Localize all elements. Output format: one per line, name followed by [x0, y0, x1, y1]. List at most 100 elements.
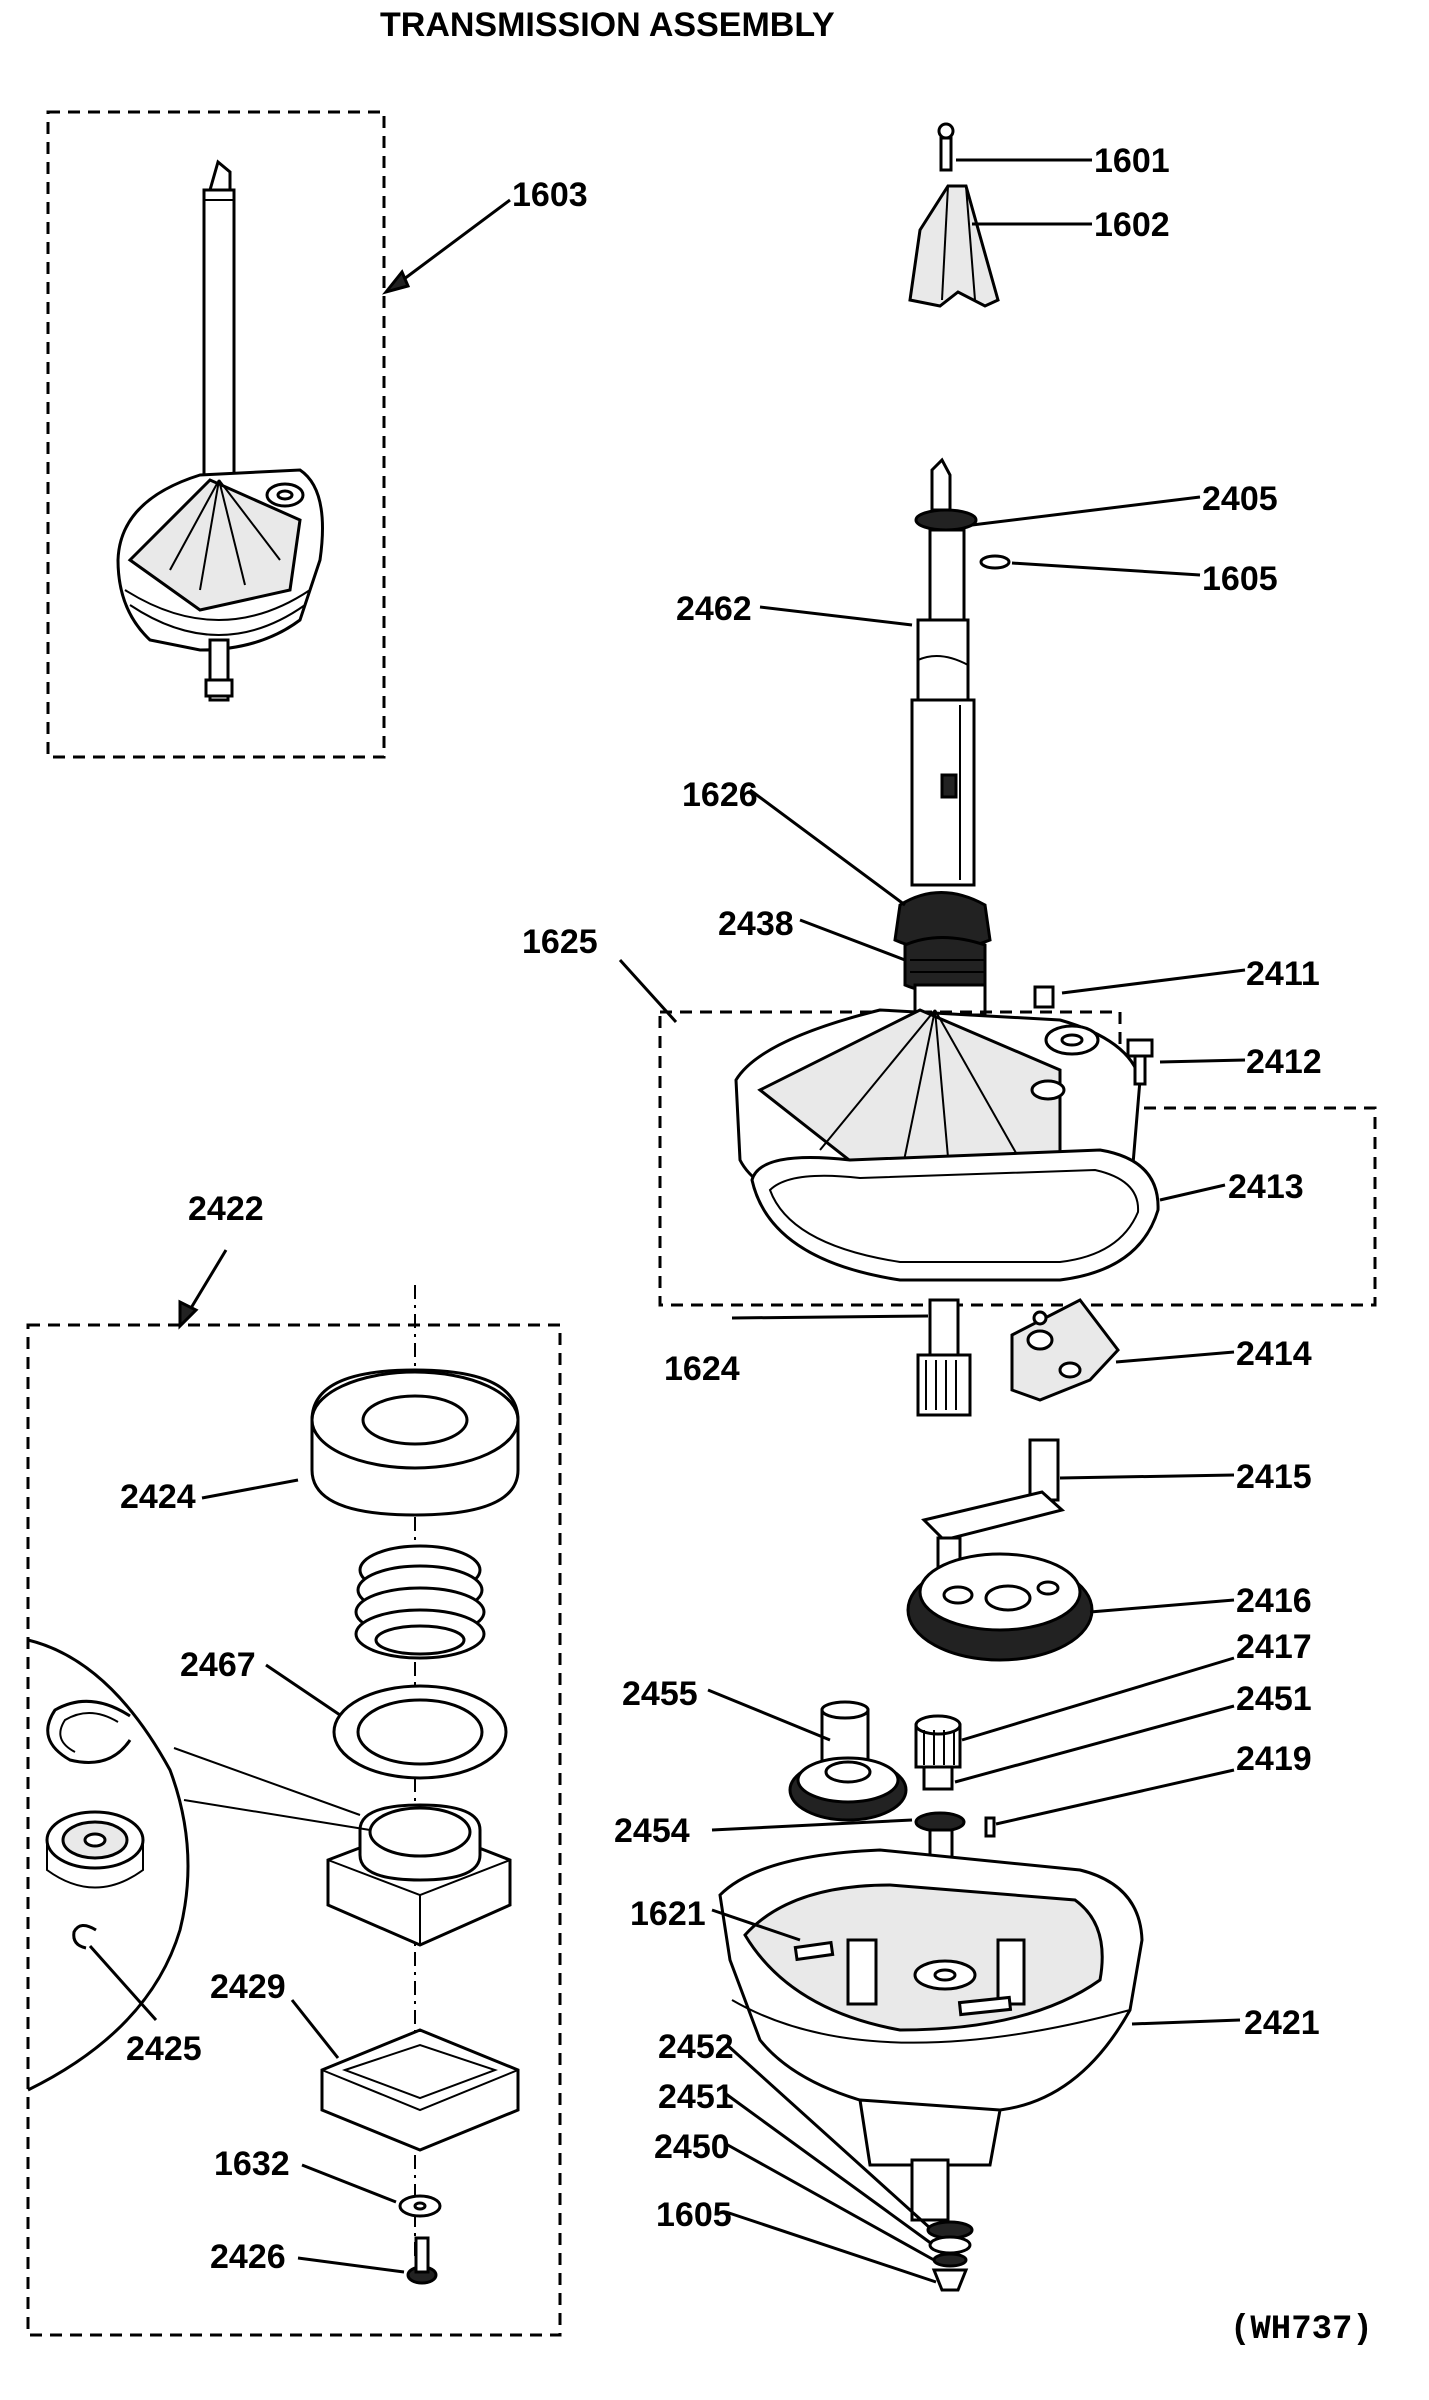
label-2419: 2419	[1236, 1740, 1312, 1778]
cap-illustration	[908, 184, 1000, 308]
leader-2438	[799, 918, 906, 962]
label-1621: 1621	[630, 1895, 706, 1933]
leader-2425	[88, 1945, 158, 2021]
pin-illustration	[984, 1816, 996, 1838]
clip-ring-illustration	[72, 1924, 97, 1950]
leader-1621	[711, 1908, 801, 1942]
bellows-seal-illustration	[354, 1544, 486, 1660]
label-1605-top: 1605	[1202, 560, 1278, 598]
diagram-title: TRANSMISSION ASSEMBLY	[380, 6, 835, 44]
snap-ring-illustration	[46, 1699, 132, 1764]
leader-2426	[297, 2256, 405, 2274]
label-1632: 1632	[214, 2145, 290, 2183]
seal-washer-illustration	[398, 2194, 442, 2218]
label-1602: 1602	[1094, 206, 1170, 244]
label-2417: 2417	[1236, 1628, 1312, 1666]
agitator-cap-group: 1601 1602	[908, 122, 1170, 308]
leader-1626	[749, 788, 906, 907]
label-2422: 2422	[188, 1190, 264, 1228]
leader-2415	[1059, 1473, 1235, 1480]
label-2451-bottom: 2451	[658, 2078, 734, 2116]
label-2415: 2415	[1236, 1458, 1312, 1496]
leader-2429	[290, 1999, 340, 2059]
leader-1605-top	[1011, 561, 1201, 577]
retaining-ring-illustration	[979, 554, 1011, 570]
drawing-code: (WH737)	[1230, 2311, 1373, 2349]
group-box-1603	[46, 110, 386, 759]
leader-2455	[707, 1688, 831, 1742]
label-2425: 2425	[126, 2030, 202, 2068]
cap-screw-illustration	[937, 122, 955, 172]
label-2454: 2454	[614, 1812, 690, 1850]
label-2405: 2405	[1202, 480, 1278, 518]
seal-ring-illustration	[310, 1368, 520, 1517]
label-2450: 2450	[654, 2128, 730, 2166]
label-2426: 2426	[210, 2238, 286, 2276]
bearing-illustration	[45, 1810, 145, 1889]
label-2421: 2421	[1244, 2004, 1320, 2042]
leader-1632	[301, 2163, 397, 2204]
leader-1605-bottom	[725, 2210, 937, 2284]
label-2411: 2411	[1246, 955, 1320, 993]
seal-kit-group: 2422	[26, 1190, 562, 2337]
case-group: 1621 2421 2452 2451 2450 1605	[630, 1848, 1320, 2292]
pinion-and-segment-group: 1624 2414	[664, 1298, 1312, 1417]
leader-2412	[1159, 1058, 1246, 1064]
leader-2462	[759, 605, 913, 627]
label-2414: 2414	[1236, 1335, 1312, 1373]
label-1603: 1603	[512, 176, 588, 214]
leader-2450	[725, 2142, 935, 2262]
leader-2419	[995, 1768, 1235, 1826]
label-2429: 2429	[210, 1968, 286, 2006]
leader-2414	[1115, 1350, 1235, 1364]
label-2413: 2413	[1228, 1168, 1304, 1206]
leader-1624	[731, 1314, 929, 1320]
leader-2405	[971, 495, 1201, 527]
seal-screw-illustration	[406, 2236, 438, 2285]
detail-callout	[27, 1638, 371, 2092]
bottom-washers-illustration	[926, 2220, 974, 2292]
label-1624: 1624	[664, 1350, 740, 1388]
crank-and-gear-group: 2415 2416	[906, 1438, 1312, 1662]
leader-2421	[1131, 2018, 1241, 2026]
leader-2451-top	[954, 1704, 1235, 1784]
cover-group: 1625 2411 2412 2413	[522, 923, 1377, 1307]
leader-2452	[724, 2042, 932, 2230]
label-2467: 2467	[180, 1646, 256, 1684]
leader-2417	[961, 1656, 1235, 1742]
leader-2467	[265, 1663, 341, 1717]
label-1601: 1601	[1094, 142, 1170, 180]
seal-frame-illustration	[320, 2028, 520, 2152]
cover-illustration	[734, 985, 1160, 1282]
gear-case-illustration	[718, 1848, 1144, 2222]
idler-gear-illustration	[788, 1700, 908, 1822]
leader-1625	[618, 958, 678, 1024]
label-1625: 1625	[522, 923, 598, 961]
label-2438: 2438	[718, 905, 794, 943]
main-shaft-group: 2405 1605 2462 1626 2438	[676, 457, 1278, 1017]
gear-segment-illustration	[1010, 1298, 1120, 1402]
pinion-gear-illustration	[914, 1714, 962, 1791]
washer-illustration	[332, 1684, 508, 1780]
label-1605-bottom: 1605	[656, 2196, 732, 2234]
label-2412: 2412	[1246, 1043, 1322, 1081]
leader-2454	[711, 1818, 913, 1832]
label-1626: 1626	[682, 776, 758, 814]
leader-2424	[201, 1478, 299, 1500]
bearing-housing-illustration	[326, 1803, 512, 1947]
transmission-complete-group: 1603	[46, 110, 588, 759]
leader-2416	[1089, 1598, 1235, 1614]
label-2452: 2452	[658, 2028, 734, 2066]
leader-2413	[1159, 1183, 1226, 1202]
label-2416: 2416	[1236, 1582, 1312, 1620]
label-2455: 2455	[622, 1675, 698, 1713]
transmission-complete-illustration	[116, 159, 324, 702]
group-box-1625	[658, 1010, 1377, 1307]
pinion-illustration	[916, 1298, 972, 1417]
label-2424: 2424	[120, 1478, 196, 1516]
leader-1603	[391, 198, 511, 290]
label-2462: 2462	[676, 590, 752, 628]
main-gear-illustration	[906, 1552, 1094, 1662]
leader-2411	[1061, 968, 1246, 995]
